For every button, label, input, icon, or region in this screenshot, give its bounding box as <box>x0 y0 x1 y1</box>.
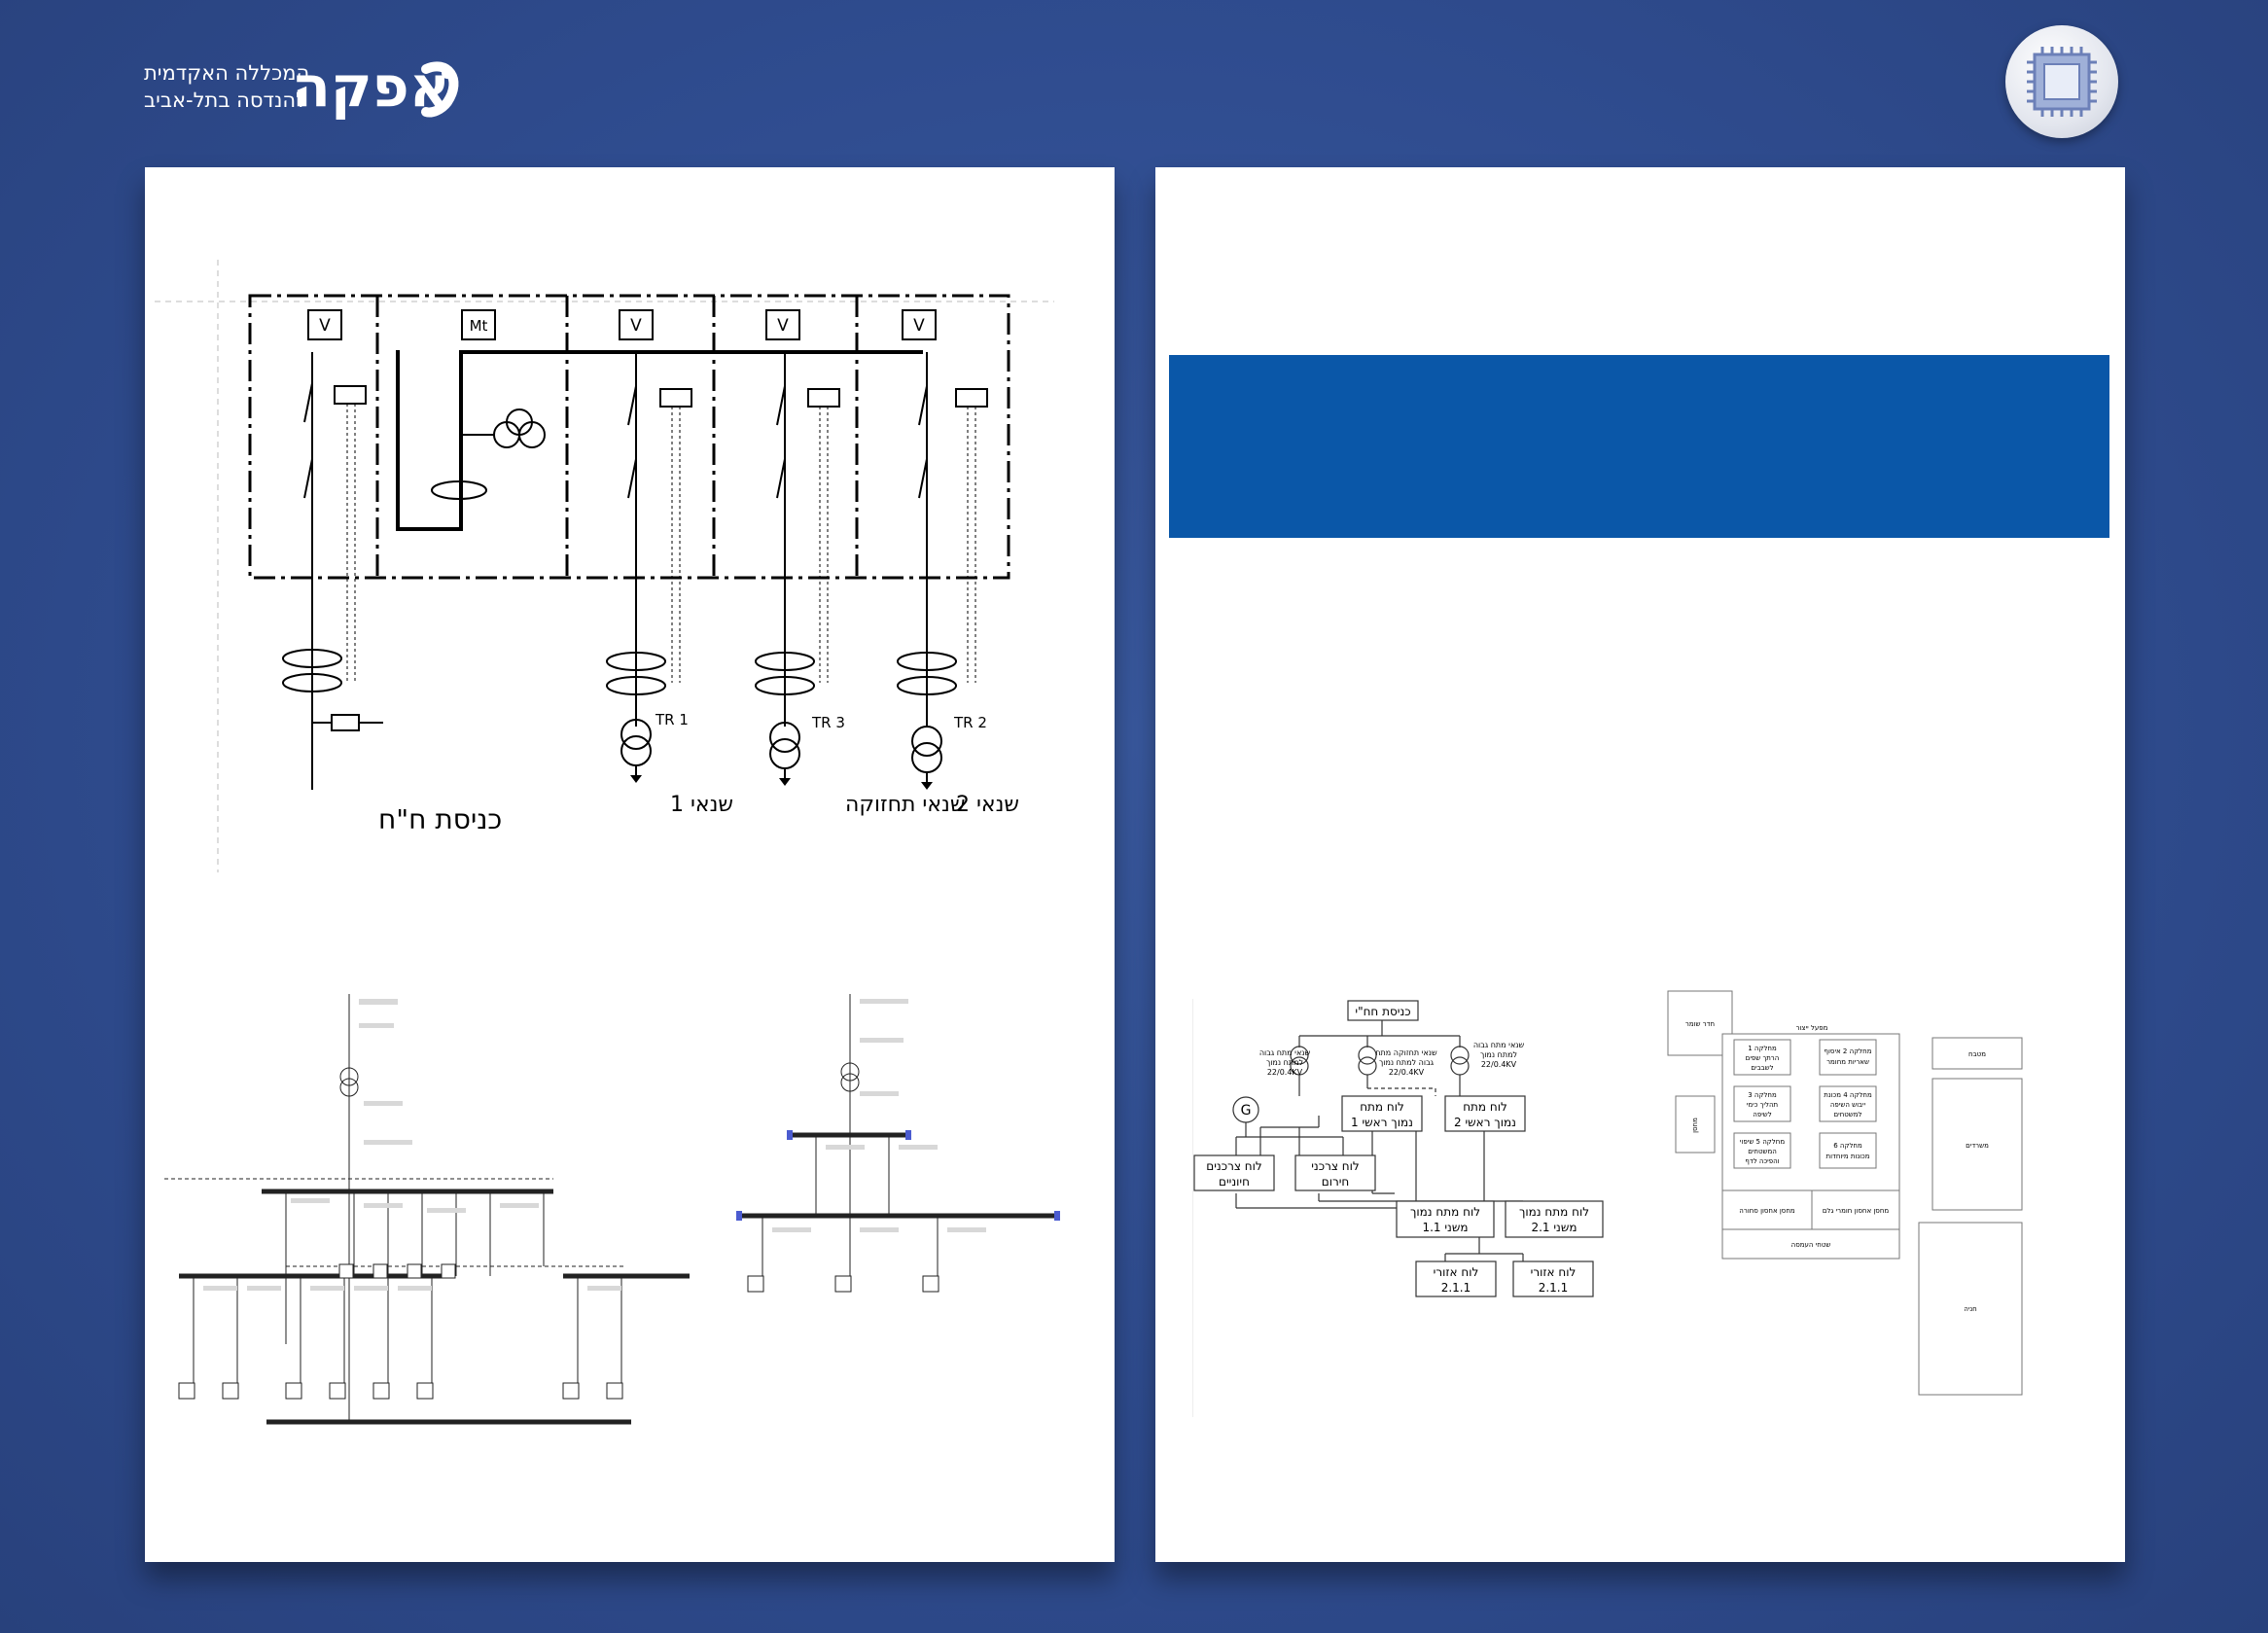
trafo-b-line: שנאי מתח גבוה <box>1473 1041 1525 1049</box>
power-hierarchy-diagram: כניסת חח"י שנאי מתח גבוה למתח נמוך 22/0.… <box>1192 999 1604 1417</box>
caption-incoming: כניסת ח"ח <box>378 803 502 835</box>
distribution-schematic <box>164 994 1060 1425</box>
secondary-board-2-1: משני 2.1 <box>1531 1221 1577 1234</box>
dept-4: למשטחים <box>1833 1111 1861 1118</box>
title-banner <box>1169 355 2109 538</box>
secondary-board-2-1: לוח מתח נמוך <box>1519 1205 1589 1219</box>
dept-6: מכונות מיוחדות <box>1825 1153 1869 1160</box>
vital-board: חיוניים <box>1219 1175 1250 1189</box>
emergency-board: חירום <box>1322 1175 1350 1189</box>
dept-4: מחלקה 4 מכונת <box>1824 1091 1872 1099</box>
root-label: כניסת חח"י <box>1355 1005 1410 1018</box>
caption-maintenance: שנאי תחזוקה <box>845 793 965 817</box>
room-storage: מחסן <box>1691 1118 1699 1133</box>
emergency-board: לוח צרכני <box>1311 1159 1359 1173</box>
dept-4: ייבוש השיפה <box>1830 1101 1866 1109</box>
main-board-2: לוח מתח <box>1463 1100 1507 1114</box>
dept-6: מחלקה 6 <box>1833 1142 1862 1150</box>
transformer-label: TR 3 <box>811 714 845 731</box>
trafo-m-line: שנאי תחזוקה מתח <box>1375 1048 1437 1057</box>
secondary-board-1-1: משני 1.1 <box>1422 1221 1468 1234</box>
cell-label: V <box>319 316 331 336</box>
main-board-2: נמוך ראשי 2 <box>1454 1116 1516 1129</box>
logo-mark-icon <box>421 61 459 118</box>
dept-2: שאריות מחומר <box>1826 1058 1869 1066</box>
parking: חניה <box>1964 1305 1977 1313</box>
trafo-m-line: גבוה למתח נמוך <box>1379 1058 1435 1067</box>
transformer-label: TR 2 <box>953 714 987 731</box>
dept-3: תהליך כימי <box>1747 1101 1778 1109</box>
dept-1: לשבבים <box>1751 1064 1773 1072</box>
room-guard: חדר שומר <box>1685 1020 1715 1028</box>
right-page: כניסת חח"י שנאי מתח גבוה למתח נמוך 22/0.… <box>1155 167 2125 1562</box>
left-page: V Mt V V V <box>145 167 1115 1562</box>
dept-1: מחלקה 1 <box>1748 1045 1777 1052</box>
chip-badge <box>2005 25 2118 138</box>
warehouse-finished: מחסן אחסון חומרי גלם <box>1823 1207 1890 1215</box>
caption-trafo-2: שנאי 2 <box>956 793 1019 817</box>
dept-1: הרתך שפים <box>1746 1054 1780 1062</box>
trafo-b-line: 22/0.4KV <box>1481 1060 1517 1069</box>
area-board-2: לוח אזורי <box>1531 1265 1577 1279</box>
cell-label: V <box>777 316 789 336</box>
dept-5: והפיכה לדף <box>1745 1157 1779 1165</box>
main-board-1: נמוך ראשי 1 <box>1351 1116 1413 1129</box>
dept-3: מחלקה 3 <box>1748 1091 1777 1099</box>
cell-label: V <box>913 316 925 336</box>
factory-floor-plan: חדר שומר מחסן מפעל ייצור מחלקה 1 הרתך שפ… <box>1667 990 2023 1396</box>
room-offices: משרדים <box>1966 1142 1989 1150</box>
secondary-board-1-1: לוח מתח נמוך <box>1410 1205 1480 1219</box>
vital-board: לוח צרכנים <box>1206 1159 1261 1173</box>
logo-line-1: המכללה האקדמית <box>144 61 310 85</box>
loading-area: שטחי העמסה <box>1791 1241 1831 1249</box>
area-board-1: 2.1.1 <box>1441 1281 1471 1295</box>
caption-trafo-1: שנאי 1 <box>670 793 733 817</box>
dept-5: מחלקה 5 שיפוי <box>1740 1138 1785 1146</box>
trafo-a-line: למתח נמוך <box>1266 1058 1303 1067</box>
cell-label: V <box>630 316 642 336</box>
area-board-2: 2.1.1 <box>1539 1281 1569 1295</box>
dept-2: מחלקה 2 איסוף <box>1825 1047 1872 1055</box>
dept-3: לשיפה <box>1753 1111 1771 1118</box>
warehouse-raw: מחסן אחסון סחורה <box>1739 1207 1795 1215</box>
chip-icon <box>2027 47 2097 117</box>
trafo-a-line: שנאי מתח גבוה <box>1259 1048 1311 1057</box>
college-logo: אפקה המכללה האקדמית להנדסה בתל-אביב <box>136 53 467 131</box>
trafo-a-line: 22/0.4KV <box>1267 1068 1303 1077</box>
area-board-1: לוח אזורי <box>1434 1265 1479 1279</box>
trafo-m-line: 22/0.4KV <box>1389 1068 1425 1077</box>
cell-label: Mt <box>470 317 488 335</box>
main-board-1: לוח מתח <box>1360 1100 1404 1114</box>
generator-label: G <box>1241 1103 1252 1118</box>
trafo-b-line: למתח נמוך <box>1480 1050 1517 1059</box>
logo-line-2: להנדסה בתל-אביב <box>144 89 308 112</box>
dept-5: המשטחים <box>1748 1148 1777 1155</box>
plant-title: מפעל ייצור <box>1796 1024 1828 1032</box>
transformer-label: TR 1 <box>655 711 689 728</box>
room-kitchen: מטבח <box>1968 1050 1986 1058</box>
single-line-diagram: V Mt V V V <box>155 260 1054 872</box>
